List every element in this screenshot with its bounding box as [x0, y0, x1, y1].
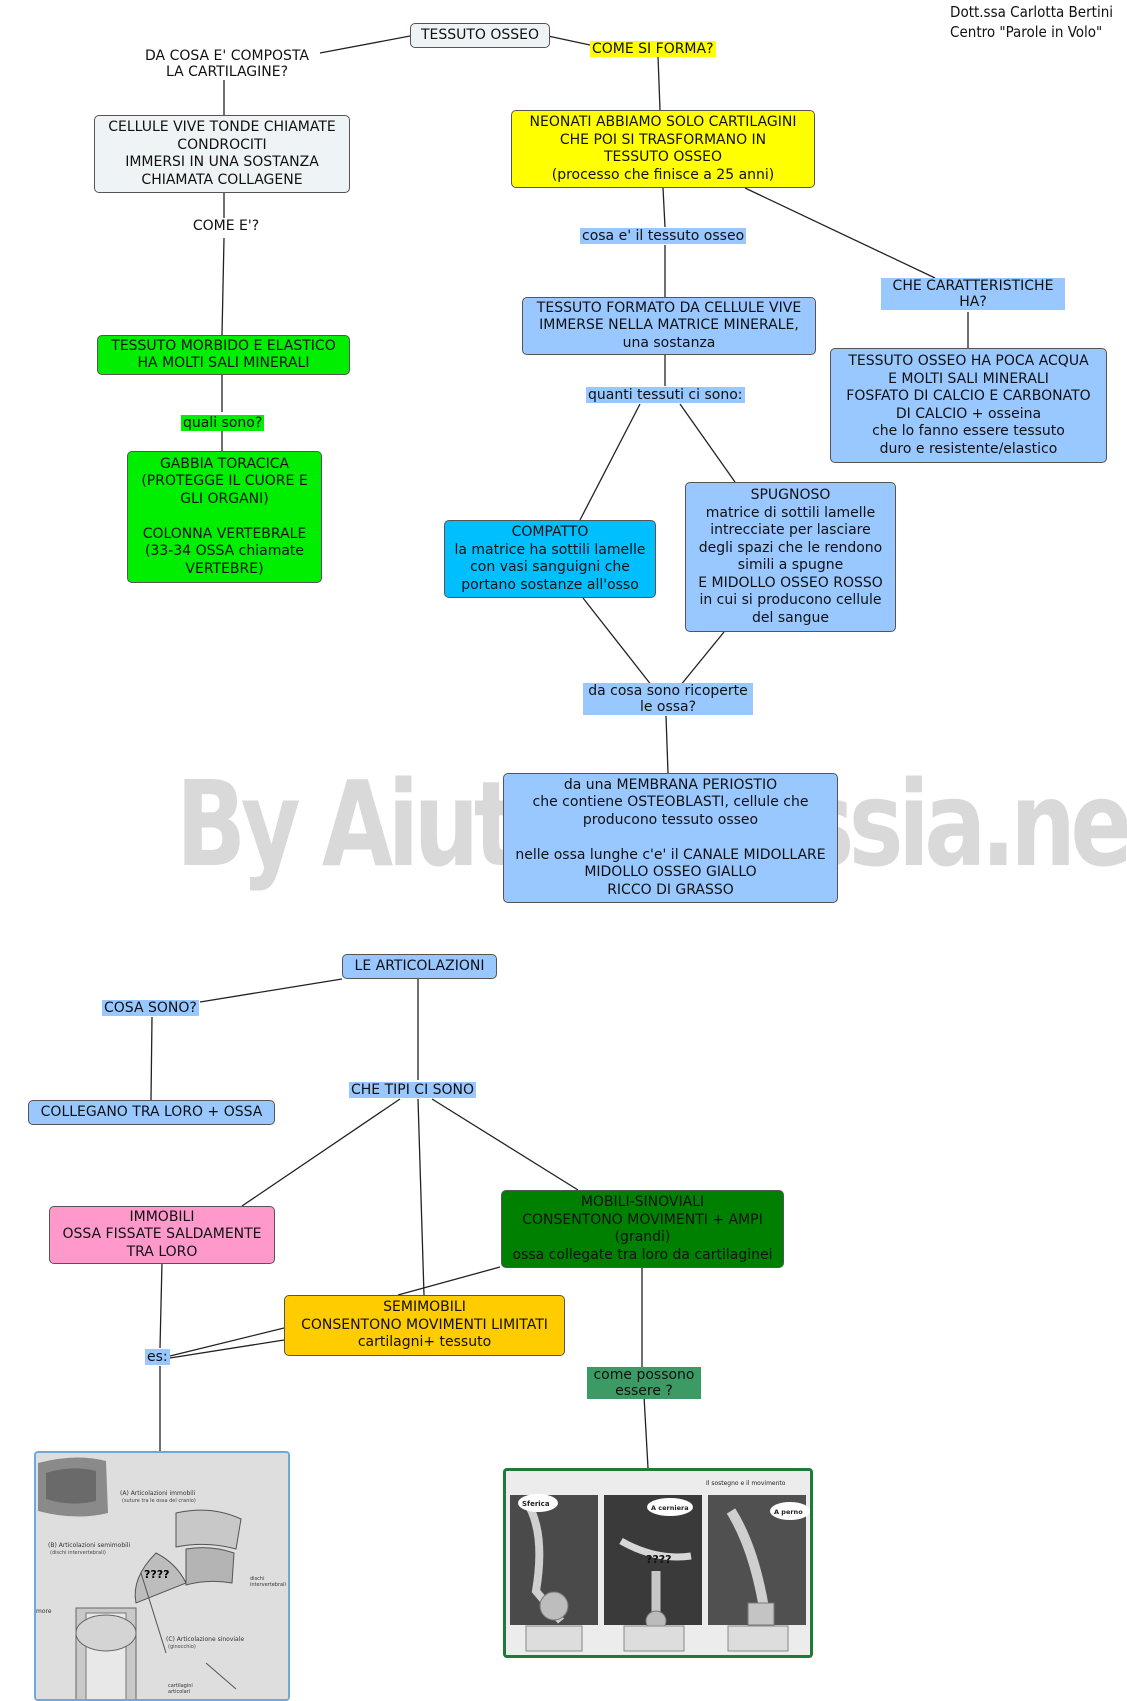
- label-da-cosa-composta: DA COSA E' COMPOSTA LA CARTILAGINE?: [145, 48, 309, 80]
- node-neonati[interactable]: NEONATI ABBIAMO SOLO CARTILAGINI CHE POI…: [511, 110, 815, 188]
- node-tessuto-osseo[interactable]: TESSUTO OSSEO: [410, 23, 550, 48]
- label-cerniera: A cerniera: [651, 1504, 689, 1512]
- node-collegano[interactable]: COLLEGANO TRA LORO + OSSA: [28, 1100, 275, 1125]
- label-da-cosa-ricoperte: da cosa sono ricoperte le ossa?: [583, 683, 753, 715]
- node-cellule-vive[interactable]: CELLULE VIVE TONDE CHIAMATE CONDROCITI I…: [94, 115, 350, 193]
- node-compatto[interactable]: COMPATTO la matrice ha sottili lamelle c…: [444, 520, 656, 598]
- label-che-tipi: CHE TIPI CI SONO: [349, 1082, 477, 1098]
- right-header: Il sostegno e il movimento: [706, 1480, 786, 1487]
- label-quanti-tessuti: quanti tessuti ci sono:: [586, 387, 745, 403]
- node-gabbia-toracica[interactable]: GABBIA TORACICA (PROTEGGE IL CUORE E GLI…: [127, 451, 322, 583]
- node-articolazioni[interactable]: LE ARTICOLAZIONI: [342, 954, 497, 979]
- label-cosa-sono: COSA SONO?: [102, 1000, 199, 1016]
- node-tessuto-formato[interactable]: TESSUTO FORMATO DA CELLULE VIVE IMMERSE …: [522, 297, 816, 355]
- caption-a-sub: (suture tra le ossa del cranio): [122, 1498, 196, 1504]
- label-come-e: COME E'?: [192, 218, 260, 234]
- caption-a: (A) Articolazioni immobili: [120, 1490, 196, 1497]
- caption-b: (B) Articolazioni semimobili: [48, 1542, 130, 1549]
- caption-b-sub: (dischi intervertebrali): [50, 1550, 106, 1556]
- label-es: es:: [145, 1349, 170, 1365]
- joints-illustration-image: (A) Articolazioni immobili (suture tra l…: [34, 1451, 290, 1701]
- label-come-possono: come possono essere ?: [587, 1367, 701, 1399]
- more-label: more: [36, 1608, 52, 1615]
- label-quali-sono: quali sono?: [181, 415, 265, 431]
- label-cosa-e-tessuto: cosa e' il tessuto osseo: [580, 228, 747, 244]
- label-sferica: Sferica: [522, 1500, 550, 1508]
- right-question-marks: ????: [646, 1553, 672, 1566]
- author-credit: Dott.ssa Carlotta Bertini Centro "Parole…: [950, 3, 1113, 41]
- node-membrana[interactable]: da una MEMBRANA PERIOSTIO che contiene O…: [503, 773, 838, 903]
- node-semimobili[interactable]: SEMIMOBILI CONSENTONO MOVIMENTI LIMITATI…: [284, 1295, 565, 1356]
- caption-c: (C) Articolazione sinoviale: [166, 1636, 244, 1643]
- label-come-si-forma: COME SI FORMA?: [590, 41, 716, 57]
- caption-c-sub: (ginocchio): [168, 1644, 196, 1650]
- synovial-joints-image: Il sostegno e il movimento Sferica A cer…: [503, 1468, 813, 1658]
- node-tessuto-morbido[interactable]: TESSUTO MORBIDO E ELASTICO HA MOLTI SALI…: [97, 335, 350, 375]
- synovial-joints-drawing: Il sostegno e il movimento Sferica A cer…: [506, 1471, 810, 1655]
- node-mobili[interactable]: MOBILI-SINOVIALI CONSENTONO MOVIMENTI + …: [501, 1190, 784, 1268]
- left-question-marks: ????: [144, 1568, 170, 1581]
- node-immobili[interactable]: IMMOBILI OSSA FISSATE SALDAMENTE TRA LOR…: [49, 1206, 275, 1264]
- label-perno: A perno: [774, 1508, 803, 1516]
- node-poca-acqua[interactable]: TESSUTO OSSEO HA POCA ACQUA E MOLTI SALI…: [830, 348, 1107, 463]
- label-che-caratteristiche: CHE CARATTERISTICHE HA?: [881, 278, 1065, 310]
- joints-illustration-drawing: (A) Articolazioni immobili (suture tra l…: [36, 1453, 288, 1699]
- node-spugnoso[interactable]: SPUGNOSO matrice di sottili lamelle intr…: [685, 482, 896, 632]
